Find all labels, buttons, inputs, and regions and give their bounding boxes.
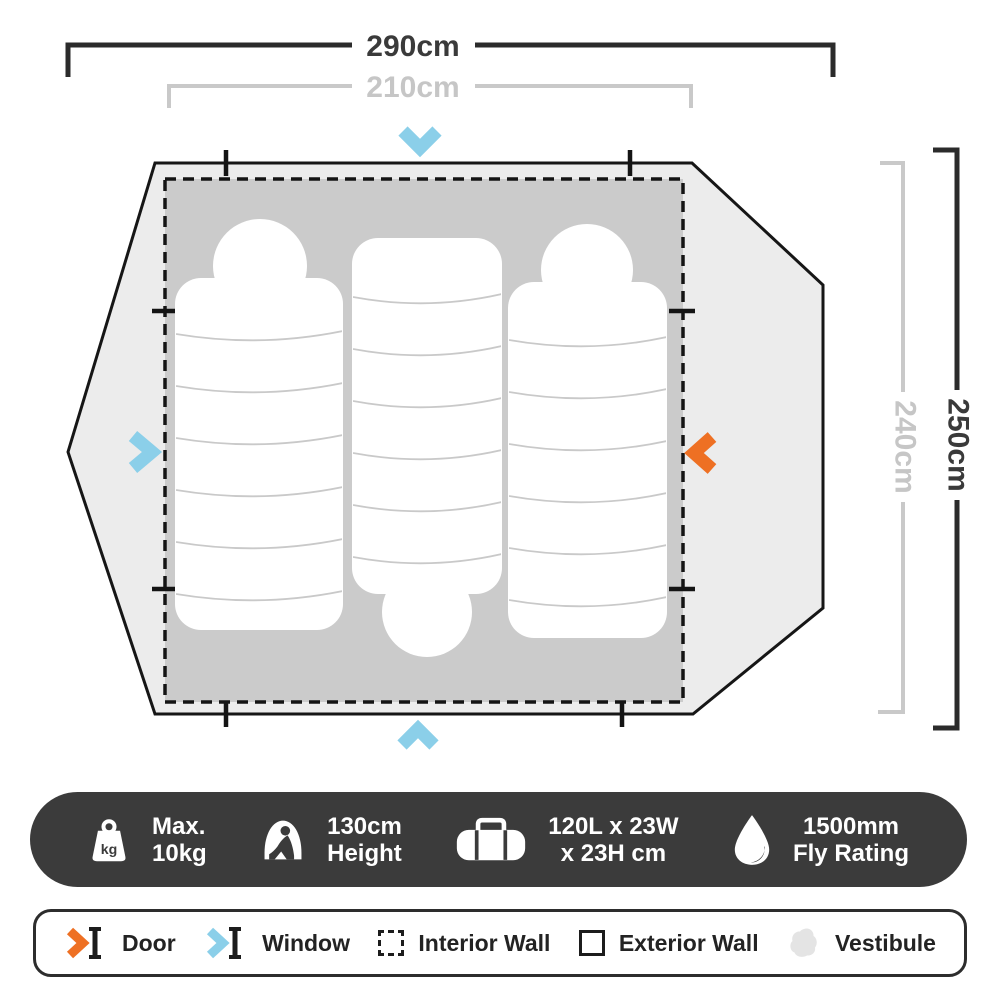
- window-icon: [207, 927, 242, 959]
- window-arrow-top-icon: [398, 126, 442, 158]
- dimension-label-inner-width: 210cm: [366, 71, 459, 104]
- spec-line: 10kg: [152, 839, 207, 867]
- sleeping-bag-middle: [352, 238, 502, 657]
- spec-line: Fly Rating: [792, 839, 909, 867]
- height-icon: [264, 820, 302, 859]
- spec-line: 120L x 23W: [548, 812, 679, 840]
- spec-line: 130cm: [327, 812, 402, 840]
- legend-item-door: Door: [64, 925, 176, 961]
- sleeping-bag-right: [508, 224, 667, 638]
- dimension-bracket-inner-width: [167, 84, 693, 108]
- legend-label: Exterior Wall: [618, 929, 759, 956]
- legend-item-window: Window: [204, 925, 350, 961]
- kg-badge: kg: [101, 841, 118, 857]
- dimension-label-outer-depth: 250cm: [942, 398, 975, 491]
- spec-item-fly-rating: 1500mm Fly Rating: [731, 813, 909, 867]
- spec-line: Max.: [152, 812, 206, 840]
- dimension-label-inner-depth: 240cm: [889, 400, 922, 493]
- spec-line: x 23H cm: [560, 839, 667, 867]
- spec-line: 1500mm: [802, 812, 900, 840]
- spec-item-max-weight: kg Max. 10kg: [86, 813, 207, 867]
- door-icon: [66, 927, 101, 959]
- legend-label: Vestibule: [834, 929, 936, 956]
- legend-item-vestibule: Vestibule: [787, 926, 936, 960]
- dimension-bracket-outer-width: [65, 42, 836, 77]
- fly-rating-icon: [734, 814, 770, 865]
- specs-bar: kg Max. 10kg 130cm Height: [30, 792, 967, 887]
- interior-wall-icon: [378, 930, 405, 956]
- window-arrow-bottom-icon: [397, 719, 439, 750]
- spec-item-height: 130cm Height: [259, 813, 402, 867]
- legend-bar: Door Window Interior Wall Exterior Wall …: [33, 909, 967, 977]
- vestibule-icon: [790, 928, 817, 957]
- legend-label: Door: [122, 929, 176, 956]
- sleeping-bag-left: [175, 219, 343, 630]
- spec-item-packed-size: 120L x 23W x 23H cm: [454, 812, 679, 867]
- dimension-label-outer-width: 290cm: [366, 30, 459, 63]
- tent-floorplan-diagram: 290cm 210cm: [65, 30, 975, 750]
- spec-line: Height: [327, 839, 402, 867]
- max-weight-icon: kg: [92, 818, 126, 861]
- legend-item-interior-wall: Interior Wall: [378, 930, 550, 957]
- exterior-wall-icon: [578, 930, 605, 956]
- dimension-bracket-inner-depth: [878, 161, 905, 714]
- legend-item-exterior-wall: Exterior Wall: [578, 929, 759, 957]
- packed-size-icon: [457, 817, 526, 860]
- door-arrow-right-icon: [684, 432, 717, 474]
- pole-ticks: [152, 150, 695, 727]
- legend-label: Window: [262, 929, 350, 956]
- window-arrow-left-icon: [128, 431, 163, 473]
- legend-label: Interior Wall: [418, 929, 551, 956]
- dimension-bracket-outer-depth: [933, 147, 960, 731]
